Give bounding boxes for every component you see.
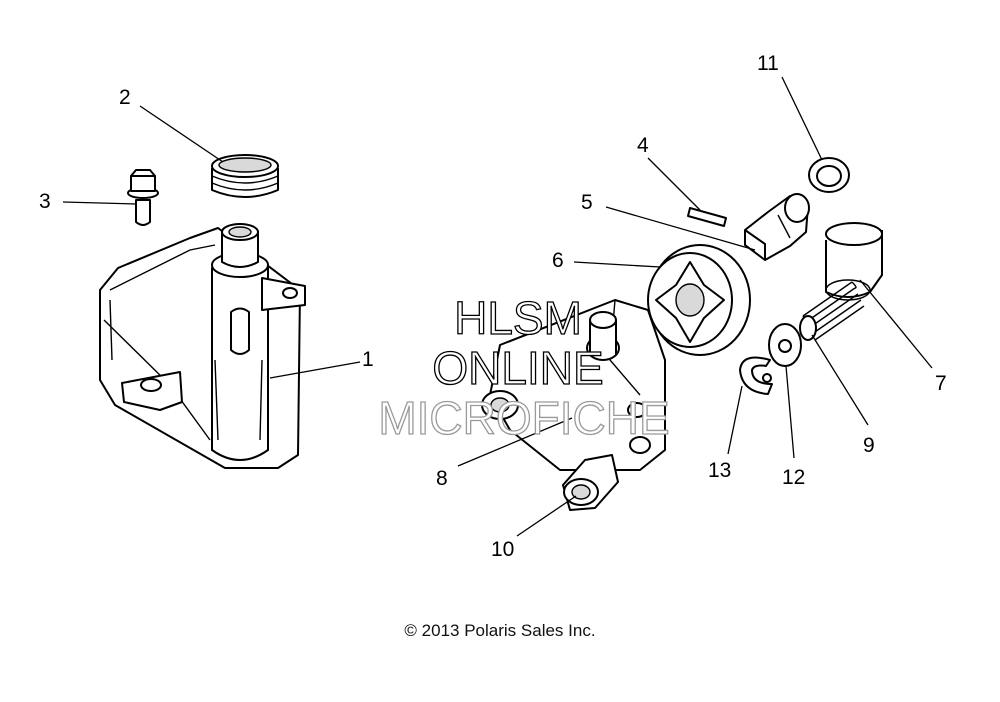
callout-2: 2 (119, 86, 131, 109)
watermark-line-1: HLSM (454, 292, 582, 344)
callout-4: 4 (637, 134, 649, 157)
part-8-pump-housing (481, 299, 666, 471)
watermark-line-2: ONLINE (432, 342, 603, 394)
part-1-oil-strainer (99, 223, 306, 469)
watermark-line-3: MICROFICHE (378, 392, 669, 444)
callout-8: 8 (436, 467, 448, 490)
callout-10: 10 (491, 538, 514, 561)
callout-6: 6 (552, 249, 564, 272)
leader-11 (781, 76, 823, 161)
leader-9 (811, 334, 869, 426)
part-4-pin (687, 207, 727, 227)
callout-9: 9 (863, 434, 875, 457)
part-2-plug (211, 154, 279, 198)
callout-13: 13 (708, 459, 731, 482)
leader-13 (727, 385, 743, 455)
callout-11: 11 (757, 52, 779, 75)
leader-7 (859, 279, 933, 369)
copyright-notice: © 2013 Polaris Sales Inc. (404, 621, 596, 640)
leader-lines (62, 76, 933, 537)
callout-numbers: 1 2 3 4 5 6 7 8 9 10 11 12 13 (39, 52, 947, 561)
leader-6 (573, 261, 661, 268)
leader-4 (647, 157, 701, 211)
watermark: HLSM ONLINE MICROFICHE (378, 291, 671, 444)
callout-3: 3 (39, 190, 51, 213)
part-9-spring (799, 281, 865, 341)
part-13-snap-ring (739, 356, 773, 395)
part-5-shaft (744, 193, 810, 261)
callout-5: 5 (581, 191, 593, 214)
leader-8 (457, 417, 573, 467)
leader-3 (62, 201, 137, 205)
callout-12: 12 (782, 466, 805, 489)
leader-1 (269, 361, 361, 379)
part-11-washer (808, 157, 850, 193)
part-12-washer (768, 323, 802, 367)
leader-5 (605, 206, 756, 251)
leader-12 (785, 365, 795, 459)
callout-7: 7 (935, 372, 947, 395)
leader-2 (139, 105, 224, 163)
part-6-rotor (647, 244, 751, 356)
part-7-cap (825, 222, 883, 301)
callout-1: 1 (362, 348, 374, 371)
leader-10 (516, 495, 577, 537)
part-3-bolt (127, 169, 159, 226)
